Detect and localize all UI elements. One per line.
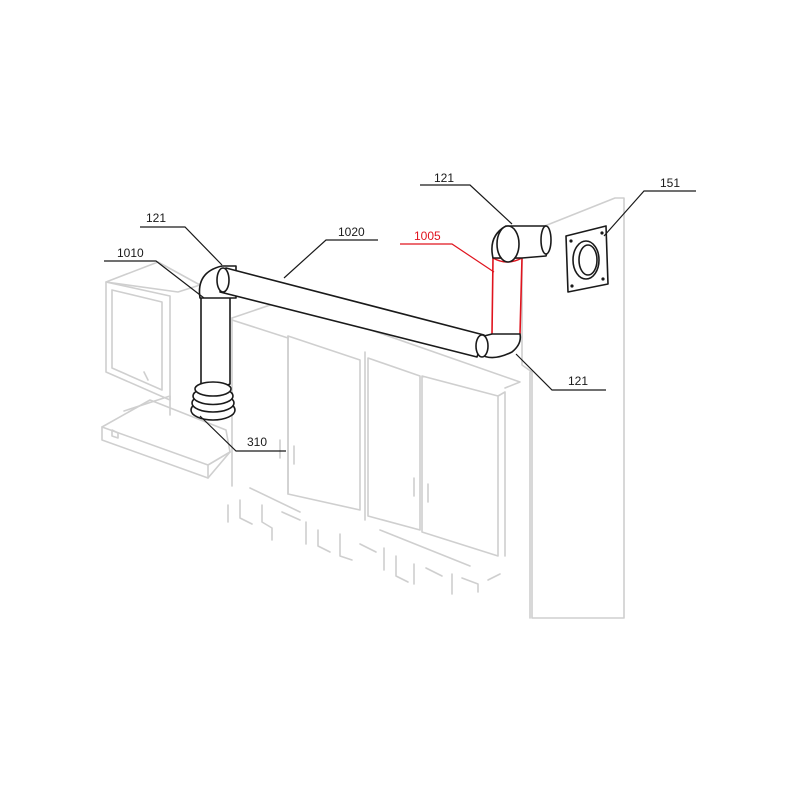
leader-straight-pipe [283, 239, 378, 279]
leader-elbow-left [140, 226, 223, 266]
leader-elbow-top-right [420, 184, 513, 225]
straight-pipe [216, 267, 485, 358]
elbow-top-right [491, 225, 552, 263]
callouts: 121 1010 1020 1005 121 151 121 310 [104, 171, 696, 452]
kitchen-background [101, 197, 625, 619]
wall-cabinet-left [105, 261, 201, 401]
wall-flange [565, 225, 609, 293]
leader-riser-right [400, 243, 495, 273]
label-elbow-left: 121 [146, 211, 166, 225]
leader-wall-flange [603, 190, 696, 237]
label-riser-right: 1005 [414, 229, 441, 243]
label-riser-left: 1010 [117, 246, 144, 260]
label-straight-pipe: 1020 [338, 225, 365, 239]
label-elbow-bottom-right: 121 [568, 374, 588, 388]
riser-pipe-right [491, 257, 523, 339]
label-hood-adapter: 310 [247, 435, 267, 449]
leader-elbow-bottom-right [515, 353, 606, 391]
floor-fragments [227, 487, 501, 595]
leader-riser-left [104, 260, 205, 299]
hood-adapter [190, 381, 236, 421]
riser-pipe-left [200, 289, 231, 389]
wall-cabinets-right [231, 299, 521, 557]
label-wall-flange: 151 [660, 176, 680, 190]
label-elbow-top-right: 121 [434, 171, 454, 185]
range-hood [101, 395, 231, 479]
wall-panel [521, 197, 625, 619]
elbow-bottom-right [475, 333, 522, 359]
leader-hood-adapter [199, 415, 286, 452]
